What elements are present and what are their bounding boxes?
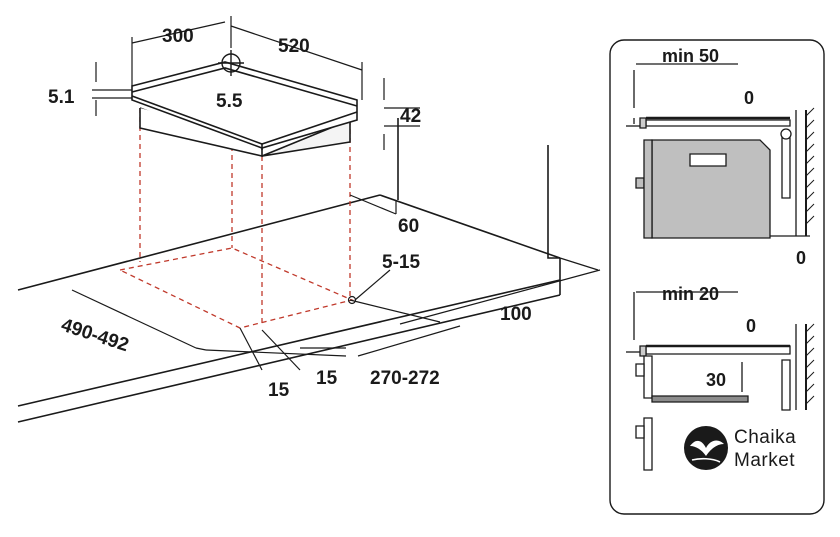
brand-logo: Chaika Market [684,426,796,471]
hob-width-label: 520 [278,36,310,57]
corner-radius-label: 5-15 [382,252,420,273]
center-value-label: 5.5 [216,91,243,112]
wall-hatching-top [805,107,815,225]
brand-line2: Market [734,450,795,471]
oven-wall-gap-label: 0 [744,88,754,108]
hob [131,61,358,158]
panel-gap-label: 30 [706,370,726,390]
side-distance-label: 100 [500,304,532,325]
countertop [17,118,561,423]
hob-depth-label: 300 [162,26,194,47]
corner-radius-icon [347,295,357,305]
projection-lines [139,108,351,326]
dimension-lines [71,16,601,371]
drawer-side-view [626,291,807,471]
brand-line1: Chaika [734,427,796,448]
cutout-width-label: 490-492 [58,315,131,357]
wall-hatching-bottom [805,323,815,405]
drawer-gap-label: min 20 [662,284,719,304]
oven-side-view [626,63,810,239]
body-depth-label: 42 [400,106,421,127]
oven-gap-label: min 50 [662,46,719,66]
margin-right-label: 15 [316,368,338,389]
back-distance-label: 60 [398,216,419,237]
glass-thickness-label: 5.1 [48,87,75,108]
margin-left-label: 15 [268,380,290,401]
center-mark-icon [218,50,244,76]
cutout-depth-label: 270-272 [370,368,440,389]
oven-bottom-gap-label: 0 [796,248,806,268]
drawer-wall-gap-label: 0 [746,316,756,336]
cutout-outline [117,247,355,329]
